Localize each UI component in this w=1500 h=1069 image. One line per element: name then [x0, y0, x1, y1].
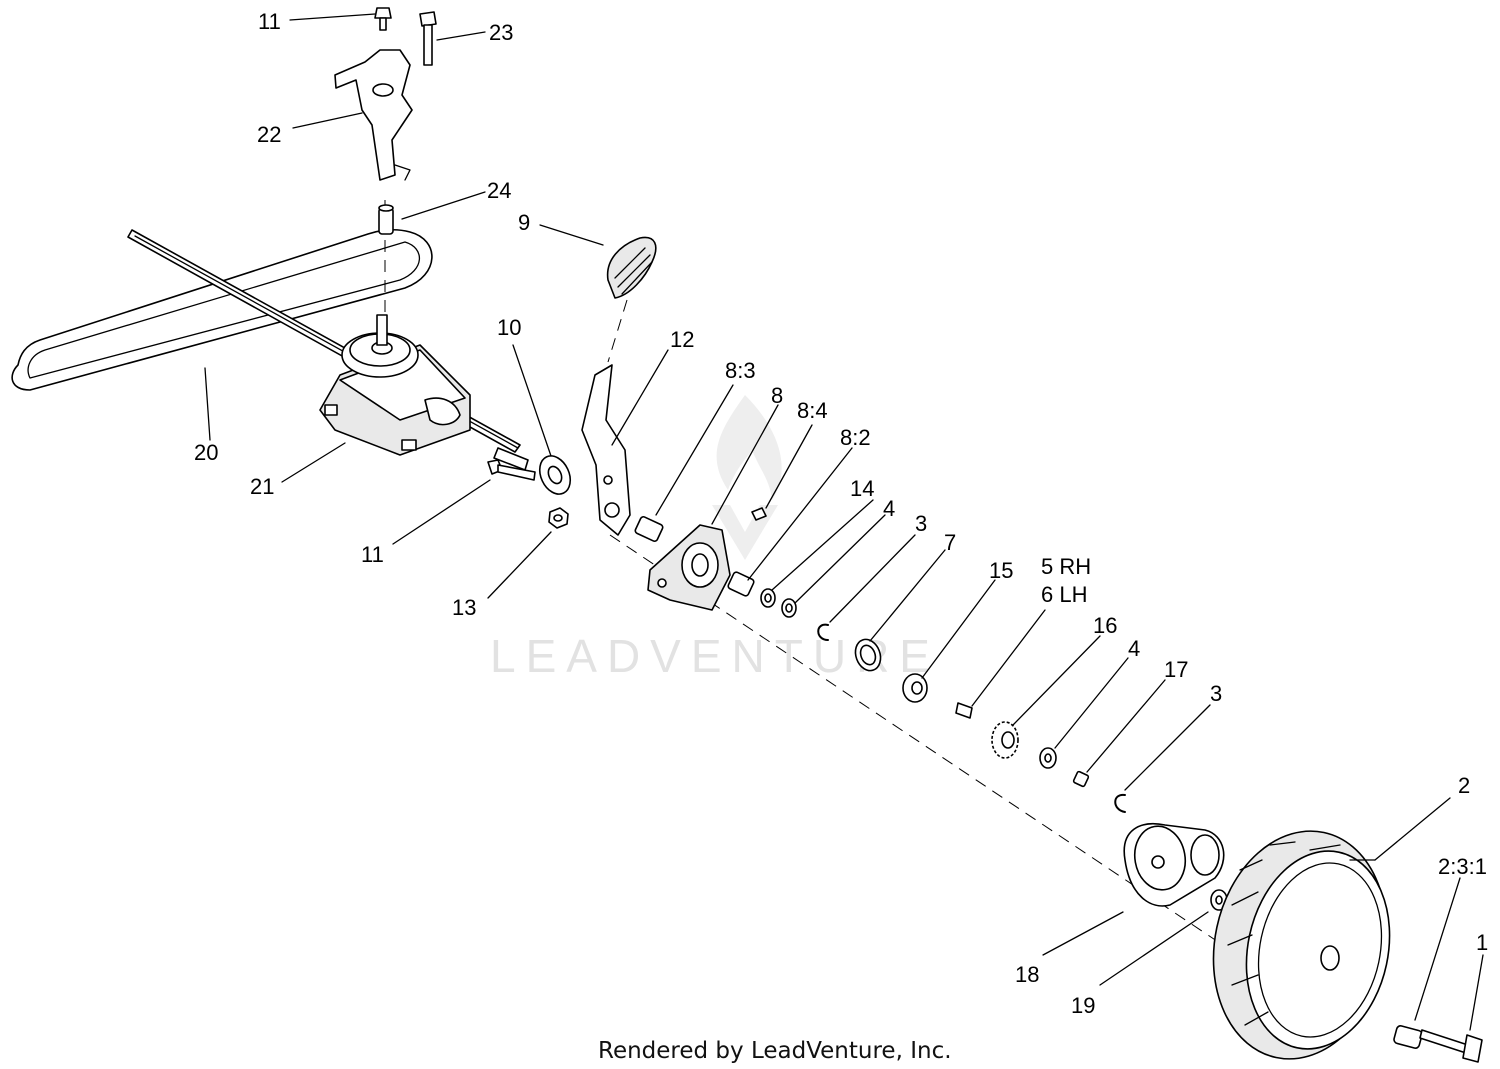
callout-15: 15 [989, 558, 1013, 583]
spacer [378, 204, 394, 235]
bushing-8-2 [727, 571, 755, 597]
transmission [319, 314, 471, 456]
ring-7 [854, 638, 882, 672]
lever-boot [606, 236, 657, 299]
washer-4a [781, 598, 797, 618]
callout-2-3-1: 2:3:1 [1438, 854, 1487, 879]
callout-9: 9 [518, 210, 530, 235]
callout-4a: 4 [883, 496, 895, 521]
callout-2: 2 [1458, 773, 1470, 798]
callout-24: 24 [487, 178, 511, 203]
callout-6lh: 6 LH [1041, 582, 1087, 607]
washer-large [538, 455, 572, 495]
callout-17: 17 [1164, 657, 1188, 682]
adjuster-housing [647, 524, 731, 611]
callout-3a: 3 [915, 511, 927, 536]
wheel-hub-cover [1123, 823, 1225, 907]
callout-23: 23 [489, 20, 513, 45]
callout-10: 10 [497, 315, 521, 340]
callout-14: 14 [850, 476, 874, 501]
bushing-8-3 [634, 515, 664, 543]
callout-11-mid: 11 [361, 542, 384, 567]
axle-centerline [609, 534, 1321, 1011]
callout-8-4: 8:4 [797, 398, 828, 423]
shoulder-bolt [1419, 1029, 1483, 1063]
callout-18: 18 [1015, 962, 1039, 987]
callout-8-3: 8:3 [725, 358, 756, 383]
callout-13: 13 [452, 595, 476, 620]
callout-20: 20 [194, 440, 218, 465]
callout-4b: 4 [1128, 636, 1140, 661]
washer-14 [760, 588, 776, 608]
hex-nut [548, 507, 569, 529]
callout-labels: 11 23 22 24 9 10 12 8:3 8 8:4 8:2 14 4 3… [194, 9, 1488, 1018]
callout-16: 16 [1093, 613, 1117, 638]
footer-credit: Rendered by LeadVenture, Inc. [598, 1038, 952, 1064]
callout-7: 7 [944, 530, 956, 555]
spring-17 [1072, 770, 1090, 788]
pinion-gear [991, 721, 1019, 759]
callout-19: 19 [1071, 993, 1095, 1018]
mounting-bracket [334, 49, 413, 181]
wheel [1212, 830, 1391, 1060]
leader-lines [204, 13, 1484, 1031]
bolt-mid [487, 459, 536, 481]
callout-21: 21 [250, 474, 274, 499]
callout-22: 22 [257, 122, 281, 147]
bolt-top [374, 7, 392, 31]
retaining-clip-b [1114, 793, 1126, 813]
wheel-bushing [1393, 1025, 1423, 1049]
key-5-6 [955, 702, 973, 719]
height-adjust-bracket [581, 364, 631, 536]
callout-3b: 3 [1210, 681, 1222, 706]
grease-fitting [751, 507, 767, 521]
callout-5rh: 5 RH [1041, 554, 1091, 579]
boot-centerline [607, 299, 628, 363]
callout-1: 1 [1476, 930, 1488, 955]
callout-11-top: 11 [258, 9, 281, 34]
callout-8: 8 [771, 383, 783, 408]
bearing-15 [902, 673, 928, 703]
washer-4b [1039, 747, 1057, 769]
callout-12: 12 [670, 327, 694, 352]
retaining-clip-a [817, 623, 829, 641]
callout-8-2: 8:2 [840, 425, 871, 450]
bolt-long [419, 11, 437, 66]
drive-belt [11, 229, 433, 391]
